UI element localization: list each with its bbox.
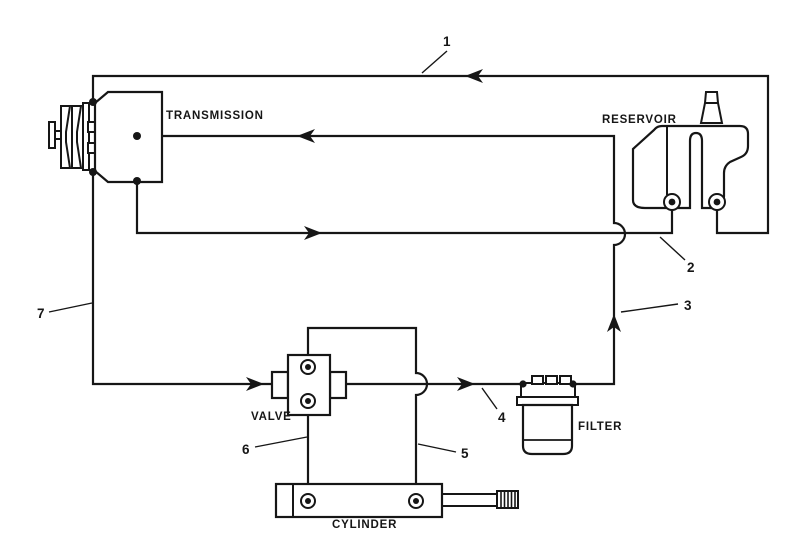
pulley-hub-plate [82, 102, 90, 171]
leader-line-3 [620, 303, 679, 313]
filter-rib-2 [545, 375, 558, 385]
filter-rib-3 [559, 375, 572, 385]
leader-line-6 [254, 436, 308, 448]
callout-1: 1 [443, 34, 451, 49]
cylinder-component [274, 482, 519, 519]
filter-rib-band [520, 382, 576, 398]
callout-7: 7 [37, 306, 45, 321]
callout-5: 5 [461, 446, 469, 461]
leader-line-2 [659, 236, 686, 261]
filter-rib-1 [531, 375, 544, 385]
flow-arrow-line4-right [457, 377, 475, 391]
cylinder-port-right-dot [413, 498, 419, 504]
pipe-line-5 [306, 326, 429, 494]
reservoir-label: RESERVOIR [602, 114, 677, 126]
leader-line-5 [417, 443, 457, 453]
cylinder-label: CYLINDER [332, 519, 397, 531]
valve-tab-right [328, 370, 348, 400]
reservoir-component [631, 91, 750, 211]
valve-label: VALVE [251, 411, 292, 423]
transmission-port-dot-center [133, 132, 141, 140]
filter-component [516, 375, 579, 456]
filter-inlet-dot [519, 380, 527, 388]
cylinder-rod [441, 493, 500, 507]
filter-label: FILTER [578, 421, 622, 433]
callout-4: 4 [498, 410, 506, 425]
pipe-line-2 [135, 182, 674, 235]
callout-6: 6 [242, 442, 250, 457]
transmission-port-dot-topleft [89, 98, 97, 106]
leader-line-4 [481, 387, 498, 410]
flow-arrow-valve-inlet-right [246, 377, 264, 391]
reservoir-port-right-dot [713, 198, 721, 206]
transmission-component [48, 90, 164, 185]
valve-tab-left [270, 370, 290, 400]
transmission-label: TRANSMISSION [166, 110, 264, 122]
pulley-sheave-left [60, 105, 72, 169]
leader-line-1 [421, 50, 448, 74]
reservoir-port-left-dot [668, 198, 676, 206]
transmission-port-dot-bottomleft [89, 168, 97, 176]
filter-outlet-dot [569, 380, 577, 388]
pipe-line-1 [91, 74, 770, 235]
valve-component [270, 353, 348, 417]
reservoir-tank-outline [631, 124, 750, 210]
pipe-line-3 [137, 134, 627, 386]
callout-2: 2 [687, 260, 695, 275]
flow-arrow-line3-left [297, 129, 315, 143]
reservoir-filler-neck [699, 91, 724, 124]
transmission-body [93, 90, 164, 184]
filter-flange [516, 396, 579, 406]
valve-port-top-dot [305, 364, 311, 370]
leader-line-7 [48, 302, 93, 313]
valve-port-bottom-dot [305, 398, 311, 404]
callout-3: 3 [684, 298, 692, 313]
cylinder-port-left-dot [305, 498, 311, 504]
filter-canister [521, 403, 574, 456]
pulley-sheave-right [71, 105, 83, 169]
transmission-port-dot-bottom [133, 177, 141, 185]
flow-arrow-line3-up [607, 314, 621, 332]
pipe-line-7 [91, 172, 272, 386]
flow-arrow-line1-left [465, 69, 483, 83]
flow-arrow-line2-right [304, 226, 322, 240]
